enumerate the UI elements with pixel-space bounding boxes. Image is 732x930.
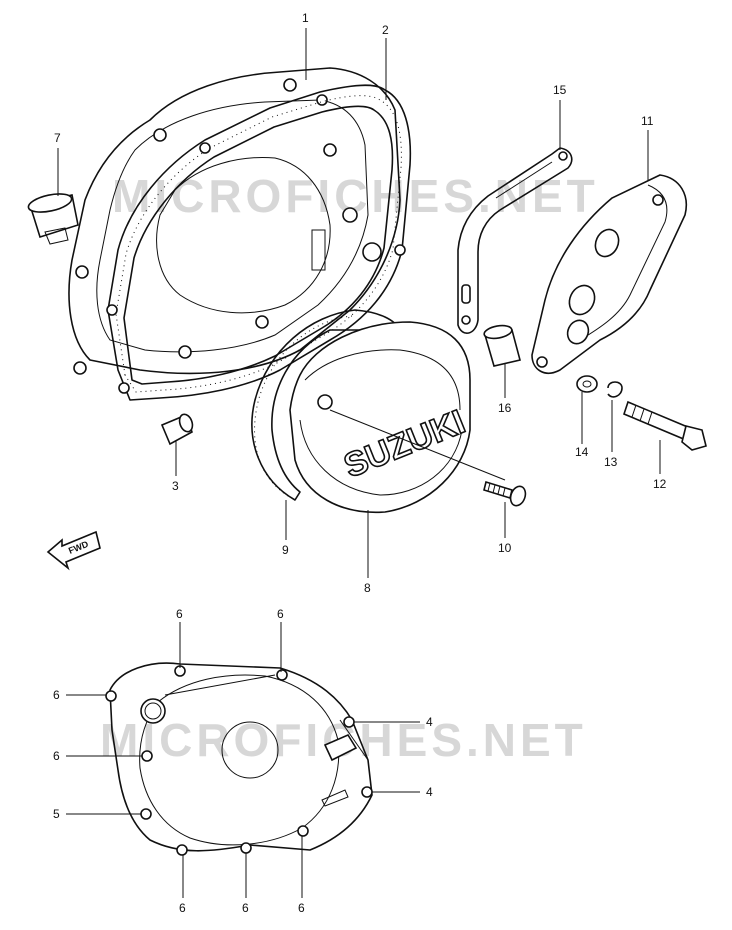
dowel-pin [160, 413, 194, 446]
cover-plate-11 [531, 174, 687, 374]
magneto-cover: SUZUKI [289, 321, 471, 514]
callout-1: 1 [302, 11, 309, 25]
callout-6g: 6 [298, 901, 305, 915]
callout-2: 2 [382, 23, 389, 37]
screw-10 [483, 480, 527, 507]
callout-5: 5 [53, 807, 60, 821]
callout-6f: 6 [242, 901, 249, 915]
callout-4b: 4 [426, 785, 433, 799]
collar-16 [483, 324, 521, 367]
callout-4a: 4 [426, 715, 433, 729]
callout-6a: 6 [176, 607, 183, 621]
callout-7: 7 [54, 131, 61, 145]
lock-washer-13 [607, 381, 623, 398]
callout-3: 3 [172, 479, 179, 493]
callout-14: 14 [575, 445, 589, 459]
bracket-15 [457, 147, 573, 334]
clutch-cover [68, 67, 401, 375]
callout-labels: 1 2 3 4 4 5 6 6 6 6 6 6 6 7 8 9 10 11 12… [53, 11, 667, 915]
oil-filler-plug [27, 193, 79, 245]
callout-6b: 6 [277, 607, 284, 621]
callout-10: 10 [498, 541, 512, 555]
callout-6e: 6 [179, 901, 186, 915]
callout-16: 16 [498, 401, 512, 415]
callout-13: 13 [604, 455, 618, 469]
magneto-cover-gasket [251, 309, 401, 501]
callout-15: 15 [553, 83, 567, 97]
callout-9: 9 [282, 543, 289, 557]
callout-6d: 6 [53, 749, 60, 763]
callout-12: 12 [653, 477, 667, 491]
clutch-cover-gasket [106, 84, 412, 401]
forward-arrow-icon: FWD [46, 530, 101, 571]
callout-11: 11 [641, 114, 654, 128]
washer-14 [576, 375, 598, 393]
leader-lines [57, 28, 661, 898]
callout-8: 8 [364, 581, 371, 595]
callout-6c: 6 [53, 688, 60, 702]
bolt-12 [623, 400, 707, 451]
